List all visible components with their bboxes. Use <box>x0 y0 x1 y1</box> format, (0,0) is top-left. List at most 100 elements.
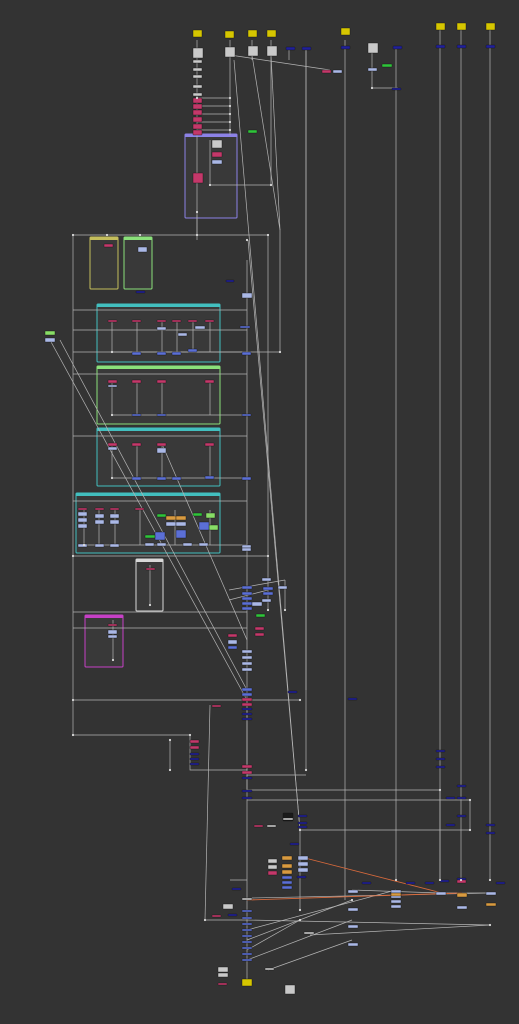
grade-node[interactable] <box>107 319 118 323</box>
blue-node[interactable] <box>154 531 166 541</box>
merge-node[interactable] <box>255 613 266 618</box>
read-node-thumbnail[interactable] <box>367 42 379 54</box>
blue-node[interactable] <box>241 413 252 417</box>
dot-node[interactable] <box>361 881 372 885</box>
dot-node[interactable] <box>228 128 232 132</box>
transform-node[interactable] <box>297 867 309 873</box>
transform-node[interactable] <box>241 547 252 552</box>
transform-node[interactable] <box>44 337 56 343</box>
dot-node[interactable] <box>297 821 308 825</box>
blue-node[interactable] <box>241 585 253 590</box>
gray-node[interactable] <box>192 92 203 97</box>
dot-node[interactable] <box>208 183 212 187</box>
merge-node[interactable] <box>205 512 216 519</box>
dot-node[interactable] <box>228 96 232 100</box>
transform-node[interactable] <box>177 332 188 337</box>
read-node[interactable] <box>192 29 203 38</box>
dot-node[interactable] <box>456 784 467 788</box>
grade-node[interactable] <box>253 824 264 828</box>
dot-node[interactable] <box>245 238 249 242</box>
dot-node[interactable] <box>138 233 142 237</box>
read-node[interactable] <box>266 29 277 38</box>
dot-node[interactable] <box>266 554 270 558</box>
blue-node[interactable] <box>156 476 167 481</box>
dot-node[interactable] <box>435 757 446 761</box>
dot-node[interactable] <box>285 46 296 51</box>
dot-node[interactable] <box>456 44 467 49</box>
blue-node[interactable] <box>227 645 238 650</box>
dot-node[interactable] <box>485 831 496 835</box>
dot-node[interactable] <box>195 210 199 214</box>
dot-node[interactable] <box>495 881 506 885</box>
grade-node[interactable] <box>77 507 88 511</box>
blue-node[interactable] <box>241 692 253 697</box>
blue-node[interactable] <box>241 601 253 606</box>
transform-node[interactable] <box>194 325 206 330</box>
dot-node[interactable] <box>266 608 270 612</box>
transform-node[interactable] <box>390 889 402 894</box>
dot-node[interactable] <box>228 104 232 108</box>
dot-node[interactable] <box>189 762 200 766</box>
blue-node[interactable] <box>131 476 142 481</box>
transform-node[interactable] <box>109 543 120 548</box>
transform-node[interactable] <box>435 891 447 896</box>
dot-node[interactable] <box>195 233 199 237</box>
dot-node[interactable] <box>110 350 114 354</box>
grade-node[interactable] <box>156 442 167 447</box>
grade-node[interactable] <box>192 109 203 116</box>
transform-node[interactable] <box>109 513 120 519</box>
blue-node[interactable] <box>156 413 167 417</box>
grade-node[interactable] <box>192 172 204 184</box>
dot-node[interactable] <box>435 765 446 769</box>
dot-node[interactable] <box>278 350 282 354</box>
dot-node[interactable] <box>296 875 307 879</box>
grade-node[interactable] <box>211 151 223 158</box>
transform-node[interactable] <box>347 942 359 947</box>
blue-node[interactable] <box>262 586 274 591</box>
dot-node[interactable] <box>340 45 351 50</box>
grade-node[interactable] <box>94 507 105 511</box>
gray-node[interactable] <box>282 817 294 821</box>
merge-node[interactable] <box>192 512 203 517</box>
grade-node[interactable] <box>192 123 203 130</box>
blue-node[interactable] <box>204 475 215 480</box>
transform-node[interactable] <box>241 667 253 672</box>
dot-node[interactable] <box>189 757 200 761</box>
read-node-thumbnail[interactable] <box>224 46 236 58</box>
blue-node[interactable] <box>239 325 251 329</box>
grade-node[interactable] <box>227 633 238 638</box>
dot-node[interactable] <box>370 86 374 90</box>
dot-node[interactable] <box>266 233 270 237</box>
orange-node[interactable] <box>281 855 293 861</box>
transform-node[interactable] <box>182 542 193 547</box>
dot-node[interactable] <box>189 752 200 756</box>
transform-node[interactable] <box>277 585 288 590</box>
transform-node[interactable] <box>227 639 238 645</box>
grade-node[interactable] <box>107 379 118 384</box>
blue-node[interactable] <box>241 606 253 611</box>
dot-node[interactable] <box>110 476 114 480</box>
transform-node[interactable] <box>175 521 187 527</box>
dot-node[interactable] <box>485 823 496 827</box>
dot-node[interactable] <box>188 733 192 737</box>
grade-node[interactable] <box>241 697 253 702</box>
transform-node[interactable] <box>241 661 253 666</box>
blue-node[interactable] <box>241 591 253 596</box>
dot-node[interactable] <box>241 789 253 793</box>
read-node[interactable] <box>224 30 235 39</box>
dot-node[interactable] <box>391 87 402 91</box>
orange-node[interactable] <box>175 515 187 521</box>
transform-node[interactable] <box>77 517 88 523</box>
grade-node[interactable] <box>217 982 228 986</box>
blue-node[interactable] <box>241 958 253 962</box>
blue-node[interactable] <box>171 476 182 481</box>
dot-node[interactable] <box>111 658 115 662</box>
backdrop[interactable] <box>123 236 153 290</box>
orange-node[interactable] <box>390 892 402 897</box>
transform-node[interactable] <box>156 542 167 547</box>
read-node[interactable] <box>241 978 253 987</box>
dot-node[interactable] <box>297 825 308 829</box>
dot-node[interactable] <box>227 913 238 917</box>
gray-node[interactable] <box>241 897 253 901</box>
